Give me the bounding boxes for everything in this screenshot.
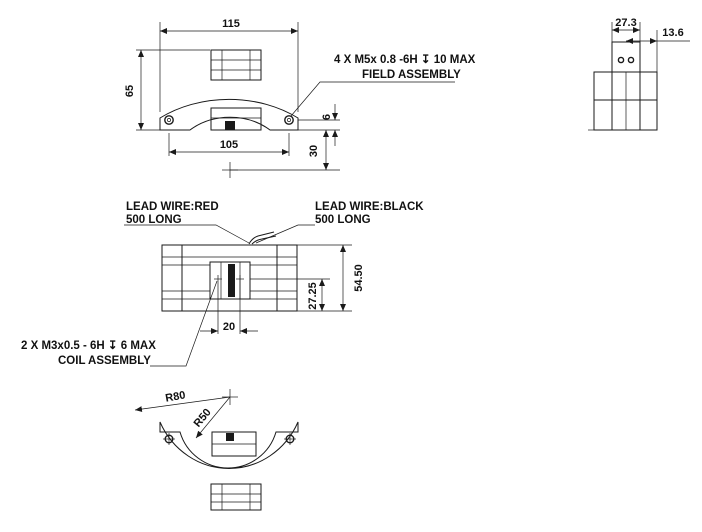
field-thread-note: 4 X M5x 0.8 -6H ↧ 10 MAX — [334, 54, 476, 66]
side-view: 27.3 13.6 — [588, 17, 690, 131]
dim-width-115: 115 — [222, 18, 240, 30]
coil-thread-note: 2 X M3x0.5 - 6H ↧ 6 MAX — [21, 340, 156, 352]
lead-wire-black-length: 500 LONG — [315, 214, 371, 226]
bolt-hole-right — [284, 115, 294, 125]
coil-assembly-view: LEAD WIRE:RED 500 LONG LEAD WIRE:BLACK 5… — [21, 201, 424, 367]
dim-side-offset: 13.6 — [662, 27, 683, 39]
dim-coil-height: 54.50 — [353, 264, 365, 292]
dim-base-105: 105 — [220, 139, 238, 151]
dim-hole-offset-6: 6 — [321, 114, 333, 120]
dim-height-65: 65 — [124, 85, 136, 97]
coil-assembly-label: COIL ASSEMBLY — [58, 355, 151, 367]
dim-outer-radius: R80 — [164, 389, 186, 404]
lead-wire-red-length: 500 LONG — [126, 214, 182, 226]
dim-depth-30: 30 — [308, 145, 320, 157]
bottom-arc-view: R80 R50 — [134, 389, 299, 511]
field-assembly-label: FIELD ASSEMBLY — [362, 69, 461, 81]
field-assembly-view: 115 65 105 6 30 4 X M5x 0.8 -6H ↧ 10 MAX… — [124, 18, 476, 178]
dim-side-width: 27.3 — [615, 17, 636, 29]
bolt-hole-left — [164, 115, 174, 125]
dim-coil-half-height: 27.25 — [307, 282, 319, 310]
lead-wire-red-label: LEAD WIRE:RED — [126, 201, 219, 213]
dim-inner-radius: R50 — [192, 406, 214, 429]
lead-wire-black-label: LEAD WIRE:BLACK — [315, 201, 424, 213]
dim-hole-spacing: 20 — [223, 321, 235, 333]
